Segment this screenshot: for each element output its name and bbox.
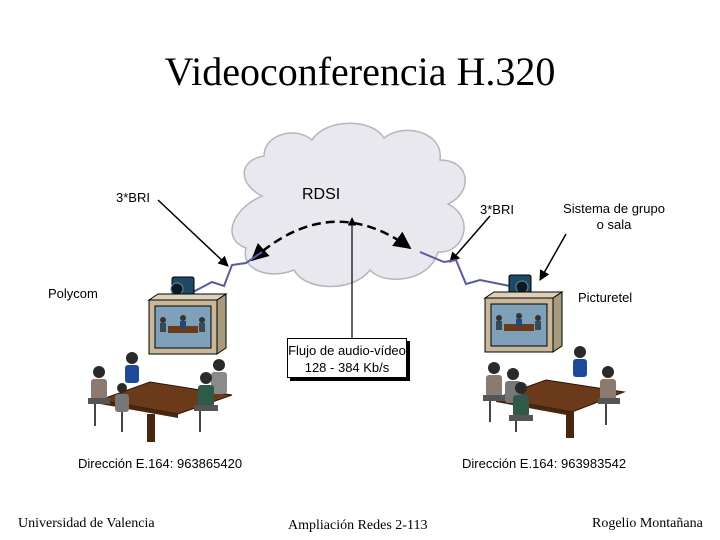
left-address: Dirección E.164: 963865420 — [78, 456, 243, 471]
right-camera-icon — [508, 274, 532, 296]
page-title: Videoconferencia H.320 — [164, 49, 556, 94]
network-label: RDSI — [302, 186, 341, 203]
picturetel-label: Picturetel — [578, 290, 633, 305]
group-system-caption: Sistema de grupo o sala — [548, 201, 680, 233]
left-monitor-icon — [147, 293, 228, 355]
flow-box: Flujo de audio-vídeo 128 - 384 Kb/s — [287, 338, 407, 378]
picturetel-site — [483, 274, 626, 438]
left-bri-label: 3*BRI — [116, 190, 150, 205]
flow-line2: 128 - 384 Kb/s — [304, 360, 390, 375]
rdsi-cloud — [231, 122, 466, 288]
polycom-site — [88, 276, 233, 442]
right-people-icon — [483, 346, 620, 432]
right-bri-label: 3*BRI — [480, 202, 514, 217]
right-address: Dirección E.164: 963983542 — [462, 456, 627, 471]
footer-right: Rogelio Montañana — [592, 516, 703, 531]
dashed-connection-arrow — [250, 220, 412, 262]
polycom-label: Polycom — [48, 286, 98, 301]
right-monitor-icon — [483, 291, 564, 353]
left-isdn-link — [192, 251, 263, 293]
footer-center: Ampliación Redes 2-113 — [288, 518, 428, 533]
right-isdn-link — [419, 251, 511, 287]
footer-left: Universidad de Valencia — [18, 516, 155, 531]
group-system-caption-line2: o sala — [596, 217, 632, 232]
left-bri-pointer — [157, 199, 229, 267]
left-people-icon — [88, 352, 227, 432]
right-bri-pointer — [449, 215, 491, 263]
flow-line1: Flujo de audio-vídeo — [288, 343, 406, 358]
group-system-caption-line1: Sistema de grupo — [563, 201, 665, 216]
left-camera-icon — [170, 276, 195, 298]
group-system-pointer — [539, 233, 567, 281]
